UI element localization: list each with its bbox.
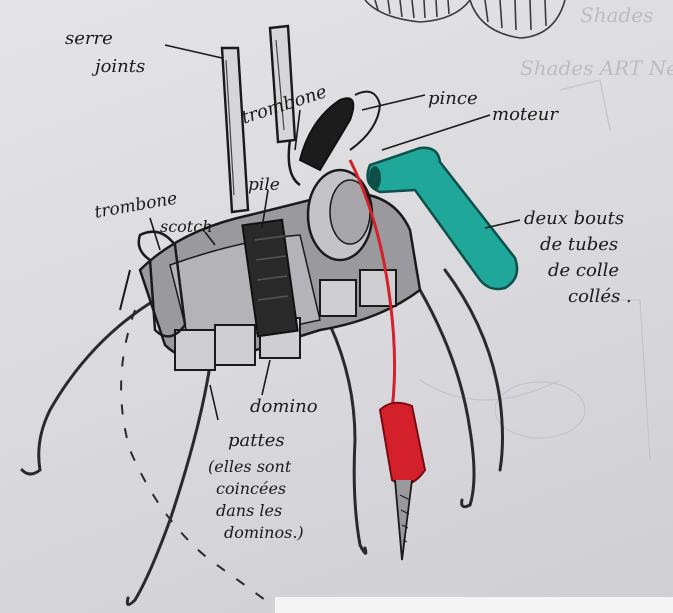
paper-edge [275,597,673,613]
svg-text:Shades ART Nervous: Shades ART Nervous [520,56,673,80]
label-moteur: moteur [492,104,559,125]
label-pile: pile [248,175,280,195]
label-scotch: scotch [160,217,213,236]
label-joints: joints [91,56,145,77]
label-pattes-line4: dans les [216,501,282,520]
label-serre: serre [65,28,113,49]
label-pattes-line5: dominos.) [224,523,304,542]
label-de-tubes: de tubes [540,234,618,255]
bleed-through-text: Shades Shades ART Nervous [520,3,673,80]
previous-sketch-fragment [365,0,565,38]
label-pattes-line3: coincées [216,479,286,498]
robot-body [139,170,420,370]
label-deux-bouts: deux bouts [524,208,624,229]
label-pattes: pattes [228,430,285,451]
label-domino: domino [250,396,318,417]
svg-text:Shades: Shades [580,3,653,27]
label-pattes-line2: (elles sont [208,457,292,476]
label-pince: pince [428,88,478,109]
label-colles: collés . [568,286,632,307]
label-de-colle: de colle [548,260,619,281]
